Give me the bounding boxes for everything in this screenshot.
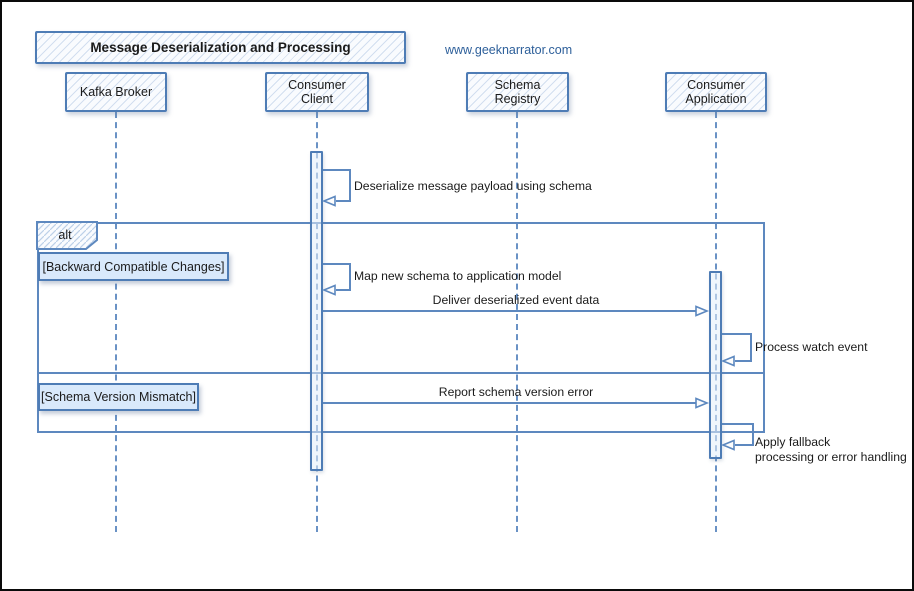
participant-label: Consumer Application: [685, 77, 747, 107]
message-label-report-error: Report schema version error: [438, 385, 594, 399]
diagram-title-box: Message Deserialization and Processing: [35, 31, 406, 64]
alt-fragment-frame: [37, 222, 765, 433]
participant-consumer-client: Consumer Client: [265, 72, 369, 112]
participant-label: Schema Registry: [494, 77, 541, 107]
alt-fragment-divider: [37, 372, 765, 374]
alt-operator-label: alt: [58, 228, 72, 242]
participant-kafka-broker: Kafka Broker: [65, 72, 167, 112]
participant-schema-registry: Schema Registry: [466, 72, 569, 112]
condition-backward-compatible: [Backward Compatible Changes]: [38, 252, 229, 281]
message-label-deliver-event: Deliver deserialized event data: [432, 293, 600, 307]
participant-label: Kafka Broker: [79, 84, 153, 99]
lifeline-kafka-broker: [115, 112, 117, 532]
self-arrow-deserialize: [323, 169, 351, 202]
condition-label: [Schema Version Mismatch]: [41, 390, 196, 404]
message-label-map-schema: Map new schema to application model: [354, 269, 562, 283]
participant-consumer-application: Consumer Application: [665, 72, 767, 112]
diagram-title: Message Deserialization and Processing: [90, 40, 351, 55]
lifeline-schema-registry: [516, 112, 518, 532]
condition-schema-mismatch: [Schema Version Mismatch]: [38, 383, 199, 411]
message-label-apply-fallback: Apply fallback processing or error handl…: [755, 435, 907, 464]
participant-label: Consumer Client: [288, 77, 346, 107]
activation-bar-consumer-client: [310, 151, 323, 471]
arrowhead: [720, 439, 735, 451]
message-label-deserialize: Deserialize message payload using schema: [354, 179, 592, 193]
website-url-label: www.geeknarrator.com: [445, 43, 573, 57]
arrowhead: [321, 195, 336, 207]
message-label-process-watch: Process watch event: [755, 340, 868, 354]
condition-label: [Backward Compatible Changes]: [42, 259, 225, 274]
activation-bar-consumer-application: [709, 271, 722, 459]
